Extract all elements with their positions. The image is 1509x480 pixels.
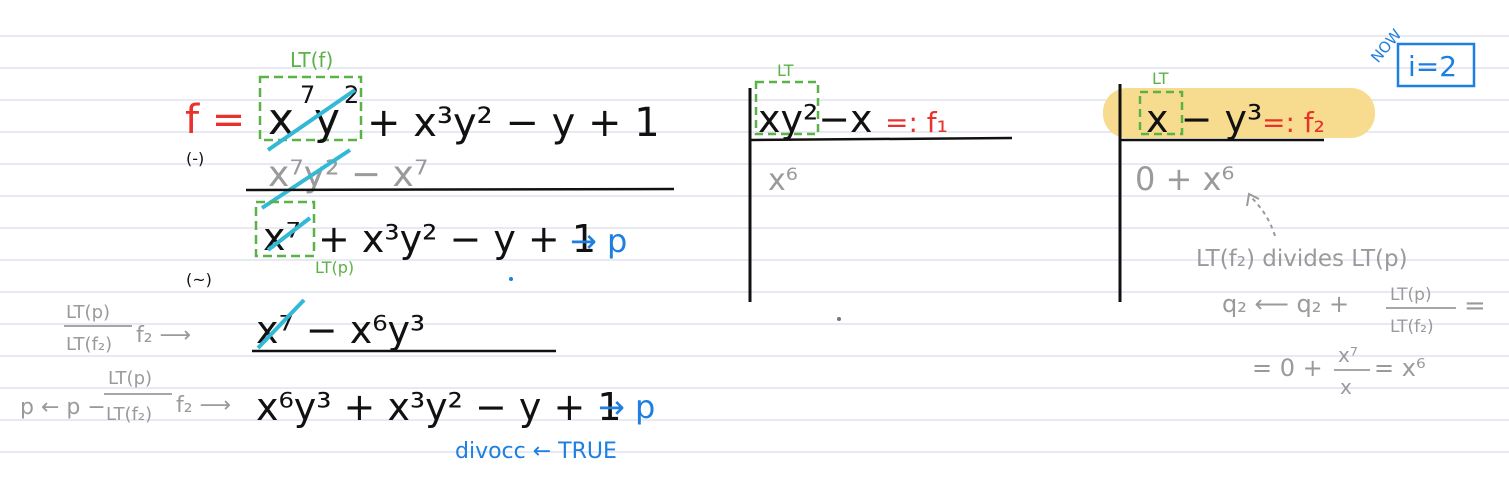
note-b-denominator: LT(f₂) bbox=[106, 404, 152, 425]
division-line-1 bbox=[245, 187, 675, 192]
right-note-3-numerator: x⁷ bbox=[1338, 343, 1358, 367]
minus-sign-1: (-) bbox=[186, 149, 204, 168]
now-label: NOW bbox=[1367, 25, 1405, 66]
right-note-2-numerator: LT(p) bbox=[1390, 285, 1432, 305]
right-note-2-head: q₂ ⟵ q₂ + bbox=[1222, 290, 1349, 318]
middle-divisor: xy²−x bbox=[758, 97, 873, 141]
note-a-tail: f₂ ⟶ bbox=[136, 323, 191, 348]
lt-f-label: LT(f) bbox=[290, 48, 333, 72]
strike-cyan-2 bbox=[260, 148, 352, 210]
f-equals: f = bbox=[185, 97, 245, 143]
dashed-arrow bbox=[1249, 195, 1276, 237]
strike-cyan-3 bbox=[266, 216, 312, 252]
f-lt-x-exp: 7 bbox=[300, 81, 315, 109]
highlight-marker bbox=[1103, 88, 1375, 138]
note-b-tail: f₂ ⟶ bbox=[176, 393, 231, 418]
strike-cyan-4 bbox=[256, 298, 306, 350]
right-note-2-tail: = bbox=[1464, 291, 1486, 321]
note-a-denominator: LT(f₂) bbox=[66, 334, 112, 355]
dashed-arrow-head bbox=[1246, 192, 1260, 207]
middle-horizontal-bar bbox=[749, 136, 1013, 142]
strike-cyan-1 bbox=[266, 88, 357, 152]
f-remaining-terms: + x³y² − y + 1 bbox=[367, 100, 660, 146]
minus-sign-2: (~) bbox=[186, 270, 212, 289]
right-quotient: 0 + x⁶ bbox=[1135, 160, 1234, 198]
note-a-numerator: LT(p) bbox=[66, 302, 110, 323]
p-row-2: x⁶y³ + x³y² − y + 1 bbox=[256, 385, 622, 429]
middle-lt-box bbox=[754, 80, 820, 136]
right-note-3-head: = 0 + bbox=[1252, 354, 1323, 382]
note-b-head: p ← p − bbox=[20, 395, 106, 420]
i-value-label: i=2 bbox=[1408, 50, 1457, 83]
subtracted-row-2: x⁷ − x⁶y³ bbox=[256, 308, 425, 352]
middle-quotient: x⁶ bbox=[768, 163, 798, 198]
right-note-3-denominator: x bbox=[1340, 375, 1352, 399]
right-divisor: x − y³ bbox=[1146, 97, 1262, 141]
lt-f-box bbox=[258, 75, 363, 142]
stray-dot-1 bbox=[509, 277, 513, 281]
divocc-note: divocc ← TRUE bbox=[455, 439, 617, 464]
right-assign-f2: =: f₂ bbox=[1262, 106, 1325, 139]
lt-p-label: LT(p) bbox=[315, 258, 354, 277]
p-row-rest: + x³y² − y + 1 bbox=[318, 217, 596, 261]
middle-assign-f1: =: f₁ bbox=[885, 106, 948, 139]
right-note-1: LT(f₂) divides LT(p) bbox=[1196, 246, 1408, 272]
right-lt-box bbox=[1138, 90, 1184, 136]
f-lt-x: x bbox=[268, 94, 294, 145]
right-note-3-tail: = x⁶ bbox=[1374, 354, 1426, 382]
i-value-box bbox=[1396, 42, 1476, 88]
note-b-numerator: LT(p) bbox=[108, 368, 152, 389]
middle-lt-label: LT bbox=[777, 61, 794, 80]
f-lt-y-exp: 2 bbox=[344, 81, 359, 109]
stray-dot-2 bbox=[837, 317, 841, 321]
lt-p-box bbox=[254, 200, 316, 258]
arrow-p-2: → p bbox=[598, 388, 655, 426]
right-lt-label: LT bbox=[1152, 69, 1169, 88]
arrow-p-1: → p bbox=[570, 222, 627, 260]
right-note-2-denominator: LT(f₂) bbox=[1390, 317, 1434, 337]
